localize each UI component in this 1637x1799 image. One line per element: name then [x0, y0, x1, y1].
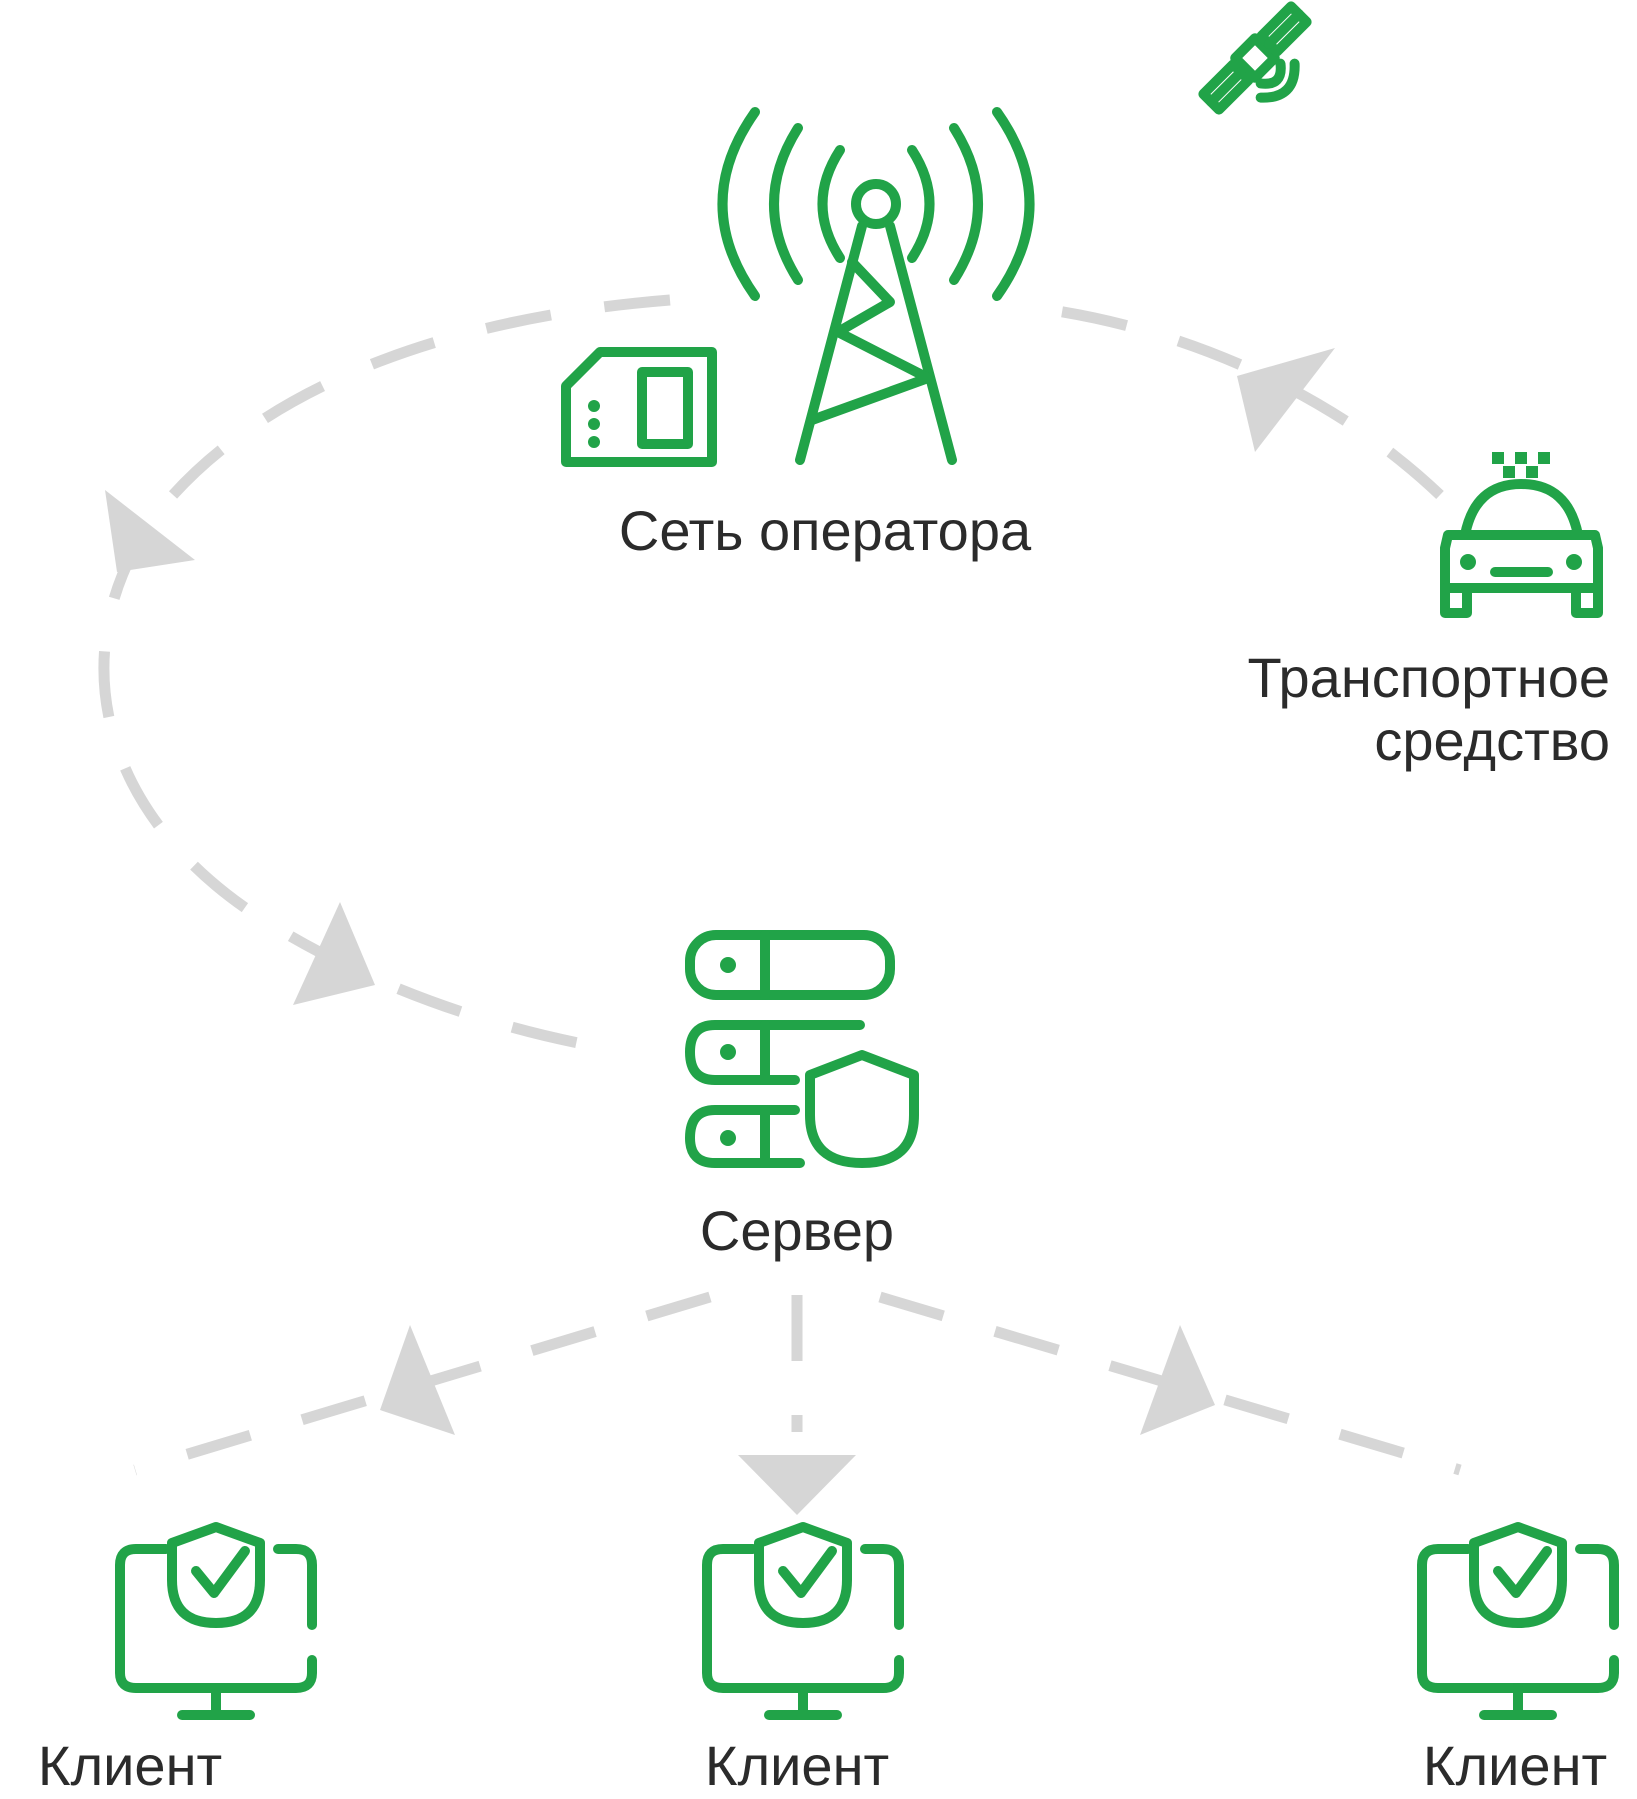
arrowhead-to-client-3 [1140, 1325, 1215, 1435]
client-label-3: Клиент [1423, 1734, 1607, 1797]
taxi-icon [1440, 452, 1603, 618]
client-label-1: Клиент [38, 1734, 222, 1797]
sim-card-icon [561, 347, 717, 467]
arrowhead-to-client-2 [738, 1455, 856, 1515]
satellite-icon [1198, 1, 1312, 115]
arrowhead-vehicle-to-network [1237, 348, 1335, 452]
connector-network-to-server [98, 294, 671, 1054]
vehicle-label-line-1: Транспортное [1247, 646, 1610, 709]
connector-vehicle-to-network [1009, 299, 1444, 499]
operator-network-label: Сеть оператора [619, 499, 1032, 562]
server-shield-icon [685, 930, 919, 1168]
client-monitor-icon-2 [702, 1522, 904, 1720]
arrowhead-network-left [105, 490, 195, 572]
vehicle-label-line-2: средство [1374, 709, 1610, 772]
client-monitor-icon-1 [115, 1522, 317, 1720]
connectors [98, 294, 1462, 1515]
server-label: Сервер [700, 1199, 894, 1262]
arrowhead-to-client-1 [380, 1325, 455, 1435]
client-label-2: Клиент [705, 1734, 889, 1797]
cell-tower-icon [717, 107, 1035, 465]
arrowhead-network-to-server [293, 902, 375, 1005]
client-monitor-icon-3 [1417, 1522, 1619, 1720]
